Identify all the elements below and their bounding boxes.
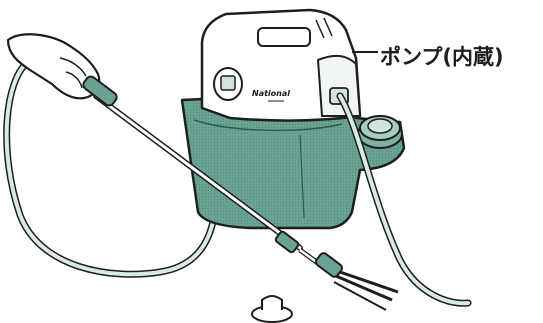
tank-body [180,90,406,230]
tank-cap [357,115,403,149]
hose-right [336,92,472,307]
brand-logo: National [252,89,290,98]
hand-grip [6,33,118,107]
callout-label-pump: ポンプ(内蔵) [380,45,504,69]
pump-housing [200,8,362,122]
spray-wand [93,93,399,311]
hose-loop-left [3,58,224,278]
spare-cap [251,295,293,323]
